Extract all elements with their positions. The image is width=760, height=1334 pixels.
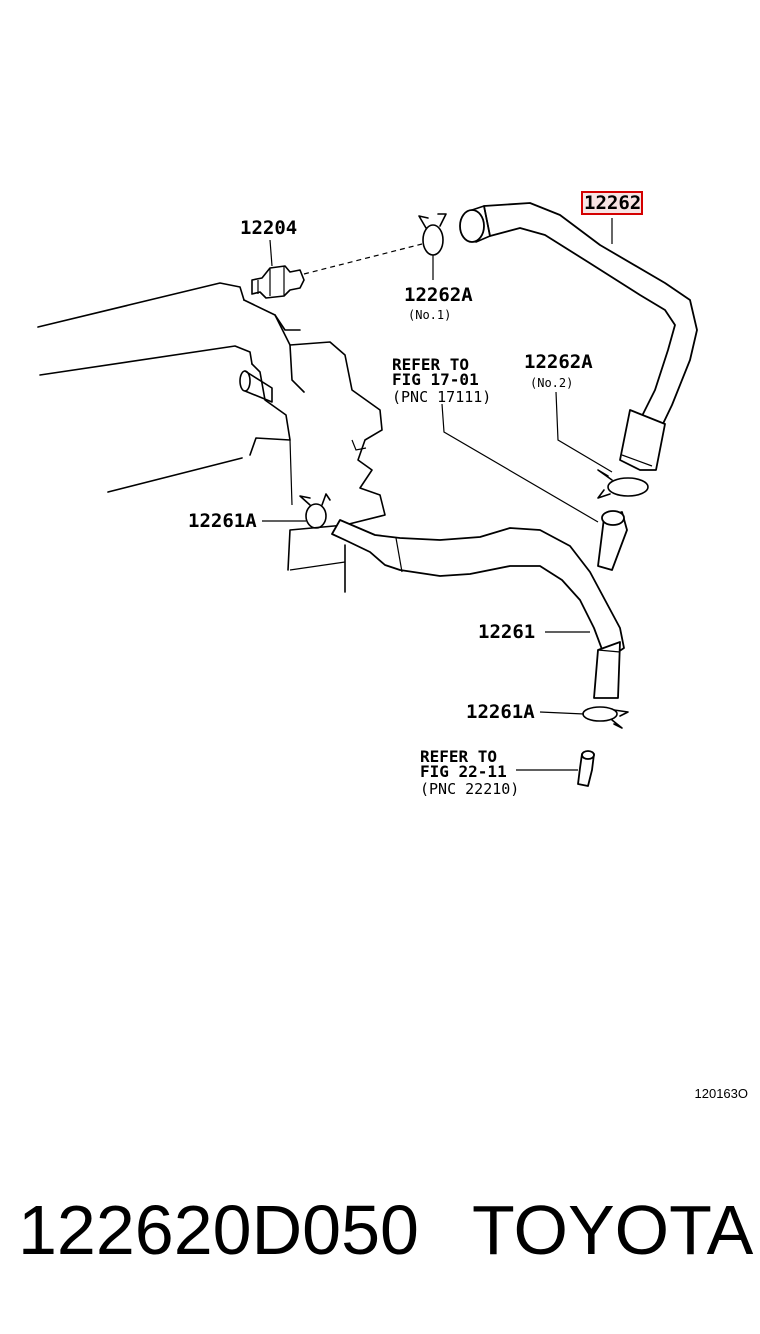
part-number: 122620D050 xyxy=(18,1191,419,1269)
highlight-box-12262 xyxy=(581,191,643,215)
pcv-valve-12204 xyxy=(251,265,305,299)
footer: 122620D050 TOYOTA xyxy=(0,1190,760,1280)
hose-12261 xyxy=(331,519,625,699)
figure-code: 120163O xyxy=(694,1086,749,1101)
label-12262: 12262 xyxy=(584,192,641,214)
clip-12262a-no2 xyxy=(597,469,649,499)
fitting-fig-17-01 xyxy=(597,510,628,571)
leader-ref-17-01 xyxy=(441,403,599,523)
engine-block-outline xyxy=(37,282,386,593)
leader-12261a-lower xyxy=(539,711,585,715)
label-12262a-no2: 12262A xyxy=(524,351,593,373)
clip-12261a-upper xyxy=(299,493,331,529)
ref2-line3: (PNC 22210) xyxy=(420,780,519,798)
label-12261: 12261 xyxy=(478,621,535,643)
parts-diagram: 12262 12204 12262A (No.1) 12262A (No.2) … xyxy=(37,191,698,798)
label-12261a-upper: 12261A xyxy=(188,510,257,532)
ref2-line2: FIG 22-11 xyxy=(420,762,507,781)
label-12204: 12204 xyxy=(240,217,297,239)
ref1-line1: REFER TO xyxy=(392,355,469,374)
label-12262a-no1: 12262A xyxy=(404,284,473,306)
clip-12262a-no1 xyxy=(418,213,447,256)
label-12261a-lower: 12261A xyxy=(466,701,535,723)
ref2-line1: REFER TO xyxy=(420,747,497,766)
label-12262a-no2-sub: (No.2) xyxy=(530,376,573,390)
leader-12262a-no2 xyxy=(555,391,613,473)
fitting-fig-22-11 xyxy=(577,750,595,787)
label-12262a-no1-sub: (No.1) xyxy=(408,308,451,322)
clip-12261a-lower xyxy=(582,706,629,729)
leader-12204-to-clip xyxy=(303,243,423,275)
ref1-line2: FIG 17-01 xyxy=(392,370,479,389)
leader-12204 xyxy=(269,239,273,267)
hose-12262 xyxy=(459,202,698,471)
ref1-line3: (PNC 17111) xyxy=(392,388,491,406)
brand-name: TOYOTA xyxy=(472,1191,754,1269)
